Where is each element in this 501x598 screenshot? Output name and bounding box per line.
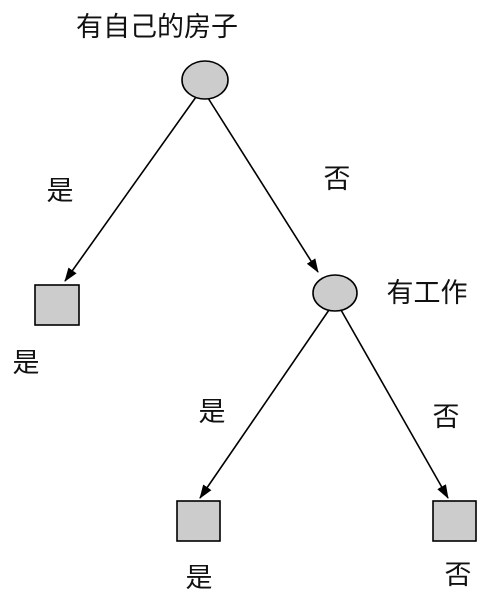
work-no-edge-label: 否	[433, 402, 460, 433]
edge-work-to-leaf-yes	[199, 309, 330, 499]
work-node-label: 有工作	[387, 278, 468, 309]
leaf-work-yes	[176, 500, 221, 542]
root-node-label: 有自己的房子	[76, 12, 238, 43]
edge-root-to-work-node	[207, 97, 319, 273]
work-yes-edge-label: 是	[199, 397, 226, 428]
edge-root-to-leaf-yes	[64, 96, 197, 282]
edge-work-to-leaf-no	[340, 309, 449, 499]
leaf-root-yes	[34, 284, 80, 326]
root-yes-edge-label: 是	[47, 176, 74, 207]
leaf-work-no-label: 否	[445, 560, 472, 591]
root-node	[181, 60, 229, 100]
leaf-work-no	[432, 500, 477, 542]
root-no-edge-label: 否	[324, 164, 351, 195]
leaf-work-yes-label: 是	[186, 563, 213, 594]
leaf-root-yes-label: 是	[13, 348, 40, 379]
work-node	[312, 274, 358, 312]
